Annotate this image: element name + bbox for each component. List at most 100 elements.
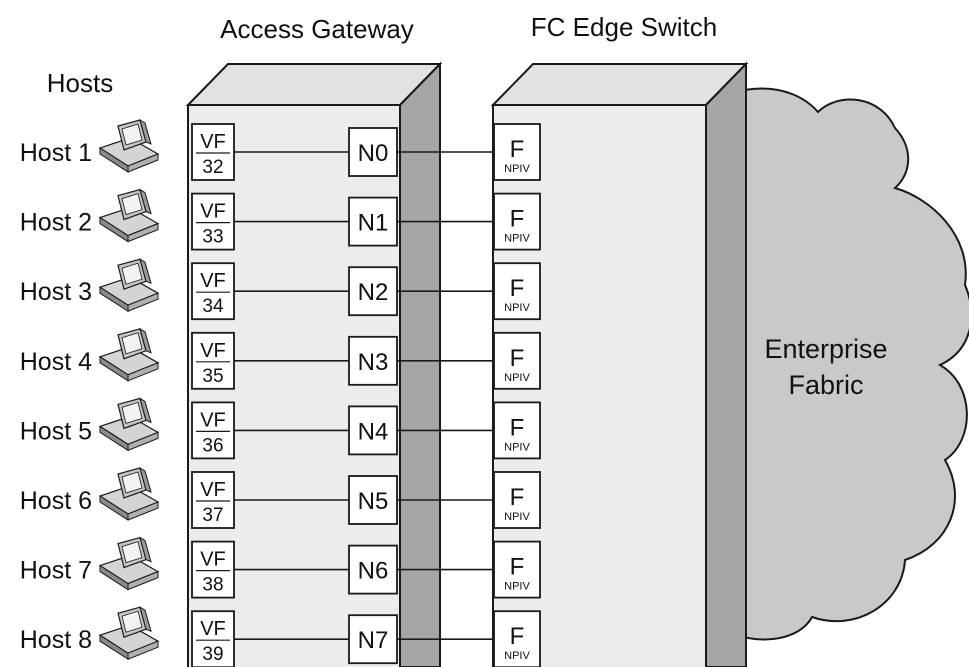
vf-port-label: VF — [200, 270, 226, 292]
n-port-label: N5 — [358, 488, 389, 515]
n-port-label: N1 — [358, 210, 389, 237]
host-label: Host 8 — [20, 626, 92, 654]
npiv-label: NPIV — [504, 650, 530, 662]
n-port: N7 — [348, 614, 398, 665]
vf-port-number: 32 — [202, 157, 223, 178]
computer-icon — [98, 536, 160, 591]
cloud-shape — [699, 87, 969, 641]
host-label: Host 6 — [20, 487, 92, 515]
n-port: N5 — [348, 475, 398, 525]
vf-port-label: VF — [200, 131, 226, 153]
computer-icon — [98, 258, 160, 313]
f-port-label: F — [510, 623, 525, 650]
access-gateway-top — [185, 63, 443, 106]
vf-port-number: 36 — [202, 435, 223, 456]
computer-icon — [98, 397, 160, 452]
host-label: Host 2 — [20, 209, 92, 237]
cloud-label-line2: Fabric — [788, 370, 863, 400]
n-port: N4 — [348, 405, 398, 456]
npiv-label: NPIV — [504, 372, 530, 384]
vf-port-number: 39 — [202, 644, 223, 665]
host-label: Host 3 — [20, 278, 92, 306]
n-port-label: N3 — [358, 349, 389, 376]
vf-port: VF 35 — [191, 331, 235, 390]
n-port-label: N4 — [358, 418, 389, 445]
n-port: N6 — [348, 544, 398, 595]
vf-port: VF 32 — [191, 123, 235, 181]
npiv-label: NPIV — [504, 441, 530, 453]
n-port: N1 — [348, 196, 398, 247]
vf-port-number: 34 — [202, 296, 224, 317]
enterprise-fabric-cloud: Enterprise Fabric — [699, 87, 969, 641]
access-gateway-side — [399, 61, 441, 667]
f-port-label: F — [510, 345, 525, 372]
cloud-label-line1: Enterprise — [764, 334, 887, 364]
vf-port-number: 35 — [202, 366, 223, 387]
n-port-label: N6 — [358, 558, 389, 585]
host-label: Host 7 — [20, 557, 92, 585]
fc-edge-switch-title: FC Edge Switch — [531, 12, 717, 42]
vf-port-label: VF — [200, 618, 226, 640]
vf-port-label: VF — [200, 409, 226, 431]
n-port: N0 — [348, 127, 398, 177]
vf-port-number: 37 — [202, 505, 223, 526]
f-port-label: F — [510, 554, 525, 581]
vf-port: VF 33 — [191, 192, 235, 251]
host-label: Host 5 — [20, 417, 92, 445]
npiv-label: NPIV — [504, 581, 530, 593]
f-port-label: F — [510, 414, 525, 441]
npiv-label: NPIV — [504, 511, 530, 523]
access-gateway-title: Access Gateway — [220, 14, 414, 44]
vf-port: VF 38 — [191, 540, 235, 599]
n-port: N3 — [348, 335, 398, 386]
n-port-label: N7 — [358, 627, 389, 654]
computer-icon — [98, 118, 160, 173]
n-port: N2 — [348, 266, 398, 317]
fc-edge-switch-top — [490, 63, 749, 106]
vf-port-number: 38 — [202, 575, 223, 596]
vf-port: VF 39 — [191, 610, 235, 667]
vf-port: VF 37 — [191, 471, 235, 529]
f-port-label: F — [510, 206, 525, 233]
vf-port-label: VF — [200, 201, 226, 223]
f-port-label: F — [510, 484, 525, 511]
computer-icon — [98, 327, 160, 382]
npiv-label: NPIV — [504, 302, 530, 314]
host-label: Host 1 — [20, 139, 92, 167]
vf-port-label: VF — [200, 340, 226, 362]
n-port-label: N2 — [358, 279, 389, 306]
f-port-label: F — [510, 136, 525, 163]
npiv-label: NPIV — [504, 233, 530, 245]
npiv-label: NPIV — [504, 163, 530, 175]
host-label: Host 4 — [20, 348, 92, 376]
fc-edge-switch-side — [705, 61, 747, 667]
vf-port-number: 33 — [202, 227, 223, 248]
vf-port-label: VF — [200, 479, 226, 501]
n-port-label: N0 — [358, 140, 389, 167]
computer-icon — [98, 466, 160, 521]
computer-icon — [98, 188, 160, 243]
vf-port: VF 36 — [191, 401, 235, 460]
hosts-title: Hosts — [47, 68, 113, 98]
vf-port: VF 34 — [191, 262, 235, 321]
f-port-label: F — [510, 275, 525, 302]
vf-port-label: VF — [200, 549, 226, 571]
